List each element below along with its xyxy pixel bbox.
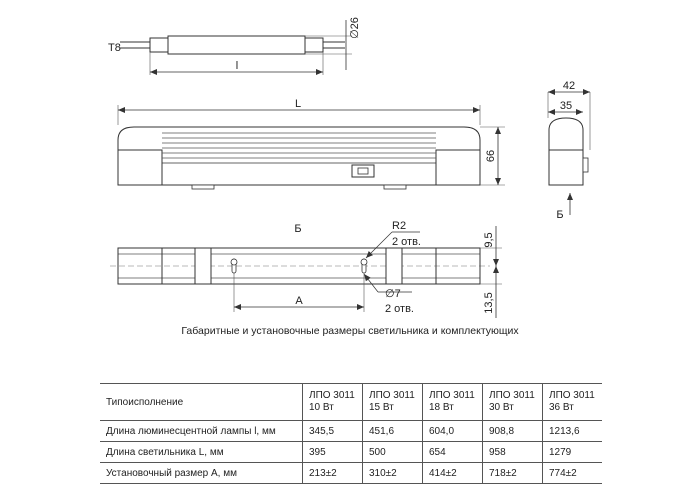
mount-size-label: A xyxy=(295,295,303,307)
table-cell: 958 xyxy=(482,441,543,463)
fixture-bottom-view: Б R2 2 отв. ∅7 2 отв. A xyxy=(110,220,502,318)
table-row: Установочный размер А, мм 213±2 310±2 41… xyxy=(100,462,602,484)
width-outer-label: 42 xyxy=(563,80,575,92)
table-cell: 908,8 xyxy=(482,420,543,442)
clip-right xyxy=(385,247,403,285)
table-row: Длина люминесцентной лампы l, мм 345,5 4… xyxy=(100,420,602,442)
lamp-diameter-label: ∅26 xyxy=(349,17,361,39)
dim-top-label: 9,5 xyxy=(483,232,495,247)
width-inner-label: 35 xyxy=(560,100,572,112)
table-cell: 774±2 xyxy=(542,462,602,484)
table-cell: 345,5 xyxy=(302,420,363,442)
fixture-side-view: L 66 xyxy=(117,98,505,190)
lamp-cap-left xyxy=(149,37,169,53)
table-cell: 310±2 xyxy=(362,462,423,484)
radius-count-label: 2 отв. xyxy=(392,236,421,248)
height-label: 66 xyxy=(485,150,497,162)
table-cell: 395 xyxy=(302,441,363,463)
table-row: Длина светильника L, мм 395 500 654 958 … xyxy=(100,441,602,463)
lamp-tube-view: ∅26 T8 l xyxy=(108,17,361,75)
technical-drawing: ∅26 T8 l L 66 xyxy=(108,17,591,318)
lamp-length-label: l xyxy=(236,60,238,72)
row-label: Длина светильника L, мм xyxy=(100,441,303,463)
row-label: Установочный размер А, мм xyxy=(100,462,303,484)
table-cell: 654 xyxy=(422,441,483,463)
hole-diameter-label: ∅7 xyxy=(385,288,401,300)
lamp-type-label: T8 xyxy=(108,42,121,54)
mount-foot-right xyxy=(383,184,407,190)
mount-foot-left xyxy=(191,184,215,190)
hole-leader xyxy=(363,273,379,293)
table-cell: 718±2 xyxy=(482,462,543,484)
clip-left xyxy=(194,247,212,285)
view-b-arrow-label: Б xyxy=(556,209,563,221)
row-label: Длина люминесцентной лампы l, мм xyxy=(100,420,303,442)
table-cell: 213±2 xyxy=(302,462,363,484)
fixture-endcap-left xyxy=(117,149,163,186)
lamp-cap-right xyxy=(304,37,324,53)
fixture-length-label: L xyxy=(295,98,301,110)
view-b-title: Б xyxy=(294,223,301,235)
keyhole-right xyxy=(360,258,368,274)
end-diffuser xyxy=(548,117,584,151)
table-cell: 1279 xyxy=(542,441,602,463)
table-cell: 1213,6 xyxy=(542,420,602,442)
table-cell: 604,0 xyxy=(422,420,483,442)
keyhole-left xyxy=(230,258,238,274)
diffuser-ribs xyxy=(162,132,436,159)
hole-count-label: 2 отв. xyxy=(385,303,414,315)
figure-caption: Габаритные и установочные размеры светил… xyxy=(181,325,519,337)
fixture-endcap-right xyxy=(435,149,481,186)
table-cell: 500 xyxy=(362,441,423,463)
lamp-tube-body xyxy=(167,35,306,55)
table-cell: 414±2 xyxy=(422,462,483,484)
bottom-endcap-left xyxy=(117,247,163,285)
radius-label: R2 xyxy=(392,220,406,232)
header-label: Типоисполнение xyxy=(106,396,184,408)
fixture-end-view: 42 35 Б xyxy=(547,80,591,221)
radius-leader xyxy=(365,231,393,259)
dim-bottom-label: 13,5 xyxy=(483,292,495,313)
fixture-body xyxy=(117,126,481,186)
end-switch xyxy=(582,157,589,173)
end-housing xyxy=(548,149,584,186)
bottom-endcap-right xyxy=(435,247,481,285)
table-cell: 451,6 xyxy=(362,420,423,442)
